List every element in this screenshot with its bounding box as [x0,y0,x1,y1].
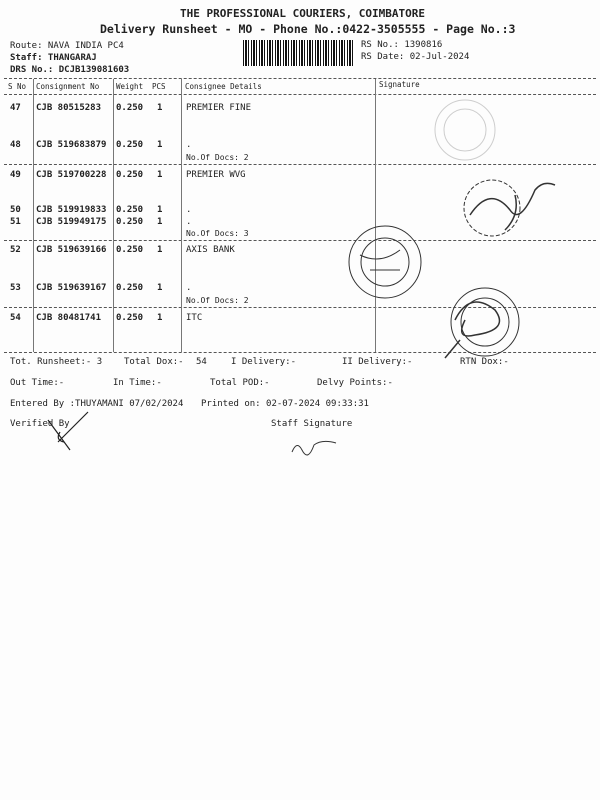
pcs: 1 [157,313,163,323]
serial-number: 51 [10,217,21,227]
consignment-number: CJB 80515283 [36,103,102,113]
col-consignee: Consignee Details [185,82,262,91]
pcs: 1 [157,283,163,293]
pcs: 1 [157,217,163,227]
weight: 0.250 [116,205,144,215]
stamp-signature-49 [463,179,556,237]
col-pcs: PCS [152,82,166,91]
verified-signature [47,411,89,451]
rs-number: RS No.: 1390816 [361,40,443,50]
weight: 0.250 [116,103,144,113]
total-dox-value: 54 [196,357,207,367]
rtn-dox: RTN Dox:- [460,357,509,367]
stamp-faded [434,99,496,161]
consignment-number: CJB 519700228 [36,170,107,180]
total-pod: Total POD:- [210,378,270,388]
stamp-limited [444,287,520,359]
col-sno: S No [8,82,27,91]
consignment-number: CJB 519639167 [36,283,107,293]
out-time: Out Time:- [10,378,65,388]
drs-number: DRS No.: DCJB139081603 [10,65,130,75]
consignee-details: PREMIER WVG [186,170,246,180]
staff-signature-label: Staff Signature [271,419,353,429]
consignee-details: . [186,217,192,227]
i-delivery: I Delivery:- [231,357,297,367]
pcs: 1 [157,103,163,113]
serial-number: 54 [10,313,21,323]
serial-number: 49 [10,170,21,180]
consignee-details: ITC [186,313,203,323]
serial-number: 47 [10,103,21,113]
consignee-details: . [186,140,192,150]
printed-on: Printed on: 02-07-2024 09:33:31 [201,399,369,409]
consignee-details: . [186,283,192,293]
staff-signature [291,440,337,456]
docs-count: No.Of Docs: 2 [186,153,249,162]
serial-number: 48 [10,140,21,150]
ii-delivery: II Delivery:- [342,357,413,367]
weight: 0.250 [116,170,144,180]
barcode [243,40,355,66]
stamp-axis-bank [348,225,422,299]
entered-by: Entered By :THUYAMANI 07/02/2024 [10,399,184,409]
consignment-number: CJB 519919833 [36,205,107,215]
col-signature: Signature [379,80,420,89]
delvy-points: Delvy Points:- [317,378,393,388]
verified-by: Verified By [10,419,70,429]
consignment-number: CJB 519639166 [36,245,107,255]
consignee-details: PREMIER FINE [186,103,252,113]
staff: Staff: THANGARAJ [10,53,97,63]
consignment-number: CJB 80481741 [36,313,102,323]
route: Route: NAVA INDIA PC4 [10,41,124,51]
consignment-number: CJB 519949175 [36,217,107,227]
weight: 0.250 [116,313,144,323]
consignee-details: . [186,205,192,215]
tot-runsheet: Tot. Runsheet:- 3 [10,357,103,367]
pcs: 1 [157,140,163,150]
docs-count: No.Of Docs: 2 [186,296,249,305]
serial-number: 52 [10,245,21,255]
weight: 0.250 [116,283,144,293]
docs-count: No.Of Docs: 3 [186,229,249,238]
weight: 0.250 [116,217,144,227]
pcs: 1 [157,205,163,215]
weight: 0.250 [116,245,144,255]
consignee-details: AXIS BANK [186,245,235,255]
pcs: 1 [157,170,163,180]
weight: 0.250 [116,140,144,150]
in-time: In Time:- [113,378,162,388]
serial-number: 53 [10,283,21,293]
runsheet-subtitle: Delivery Runsheet - MO - Phone No.:0422-… [100,22,516,36]
pcs: 1 [157,245,163,255]
company-title: THE PROFESSIONAL COURIERS, COIMBATORE [180,7,426,20]
col-weight: Weight [116,82,144,91]
col-consignment: Consignment No [36,82,100,91]
rs-date: RS Date: 02-Jul-2024 [361,52,470,62]
consignment-number: CJB 519683879 [36,140,107,150]
serial-number: 50 [10,205,21,215]
total-dox-label: Total Dox:- [124,357,184,367]
